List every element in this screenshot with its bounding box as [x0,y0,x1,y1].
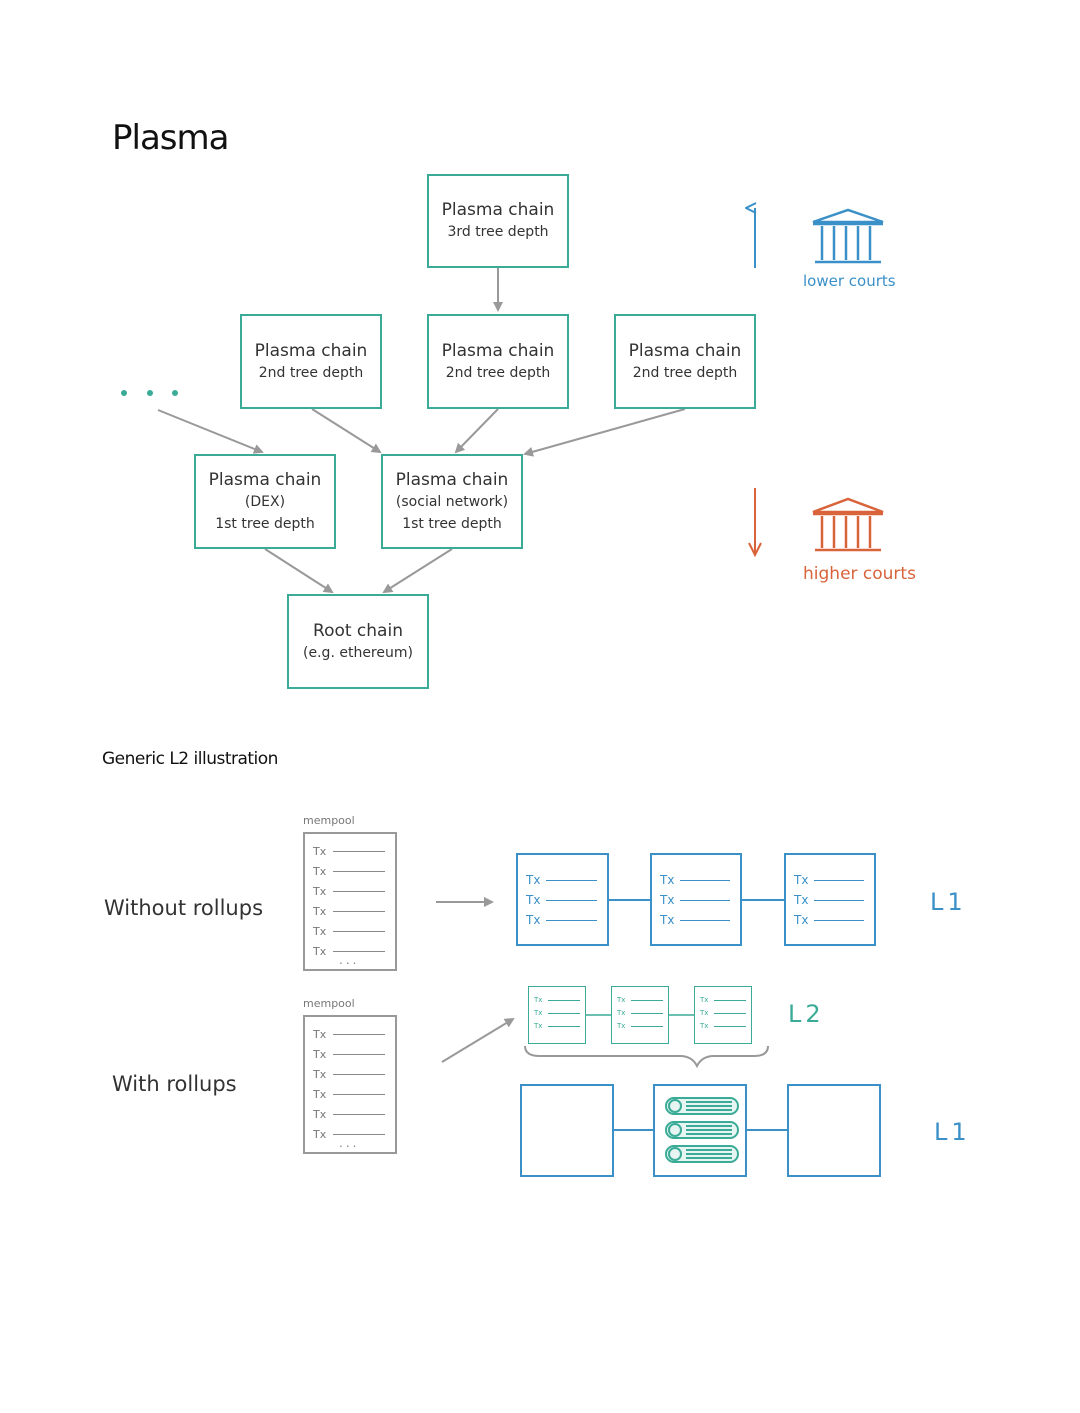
chain-name: Plasma chain [254,340,368,361]
chain-sub: (social network) [395,493,509,510]
chain-sub: (e.g. ethereum) [303,644,413,661]
chain-name: Plasma chain [208,469,322,490]
arrow-right-to-social [523,408,686,457]
chain-name: Plasma chain [395,469,509,490]
plasma-chain-depth2-left: Plasma chain 2nd tree depth [240,314,382,409]
arrow-dex-to-root [264,548,334,594]
lower-courts-label: lower courts [803,272,896,290]
l2-brace [524,1045,769,1069]
l2-tag: L2 [788,1000,825,1028]
plasma-chain-depth3: Plasma chain 3rd tree depth [427,174,569,268]
chain-depth: 2nd tree depth [632,364,738,381]
higher-courts-label: higher courts [803,564,916,584]
plasma-chain-social: Plasma chain (social network) 1st tree d… [381,454,523,549]
l1-empty-block [787,1084,881,1177]
chain-depth: 3rd tree depth [447,224,549,240]
arrow-social-to-root [382,548,453,594]
l1-block: Tx Tx Tx [516,853,609,946]
chain-depth: 1st tree depth [402,515,502,532]
rollup-batch-icon [665,1097,739,1163]
plasma-title: Plasma [112,118,229,158]
arrow-mid-to-social [454,408,499,454]
arrow-left-to-social [311,408,382,454]
mempool-box: Tx Tx Tx Tx Tx Tx ... [303,1015,397,1154]
chain-name: Plasma chain [441,200,555,220]
l2-block: Tx Tx Tx [528,986,586,1044]
chain-depth: 2nd tree depth [445,364,551,381]
mempool-more: ... [339,1136,360,1150]
plasma-chain-dex: Plasma chain (DEX) 1st tree depth [194,454,336,549]
mempool-label: mempool [303,997,355,1010]
arrow-down-higher-courts [748,488,762,558]
l1-empty-block [520,1084,614,1177]
plasma-chain-depth2-right: Plasma chain 2nd tree depth [614,314,756,409]
l1-tag: L1 [930,888,967,916]
chain-name: Root chain [313,620,403,641]
arrow-mempool-to-l2 [441,1017,515,1063]
l2-block: Tx Tx Tx [694,986,752,1044]
chain-name: Plasma chain [441,340,555,361]
l2-title: Generic L2 illustration [102,749,278,769]
with-rollups-label: With rollups [112,1072,237,1096]
mempool-label: mempool [303,814,355,827]
l2-block: Tx Tx Tx [611,986,669,1044]
plasma-chain-depth2-middle: Plasma chain 2nd tree depth [427,314,569,409]
without-rollups-label: Without rollups [104,896,264,920]
ellipsis-dots [121,390,178,396]
chain-depth: 2nd tree depth [258,364,364,381]
mempool-more: ... [339,953,360,967]
courthouse-icon [812,497,884,552]
chain-depth: 1st tree depth [215,515,315,532]
mempool-box: Tx Tx Tx Tx Tx Tx ... [303,832,397,971]
arrow-ellipsis-to-dex [157,409,264,454]
l1-block: Tx Tx Tx [784,853,876,946]
courthouse-icon [812,208,884,264]
l1-block: Tx Tx Tx [650,853,742,946]
l1-tag: L1 [934,1118,971,1146]
chain-sub: (DEX) [244,493,286,510]
root-chain: Root chain (e.g. ethereum) [287,594,429,689]
chain-name: Plasma chain [628,340,742,361]
